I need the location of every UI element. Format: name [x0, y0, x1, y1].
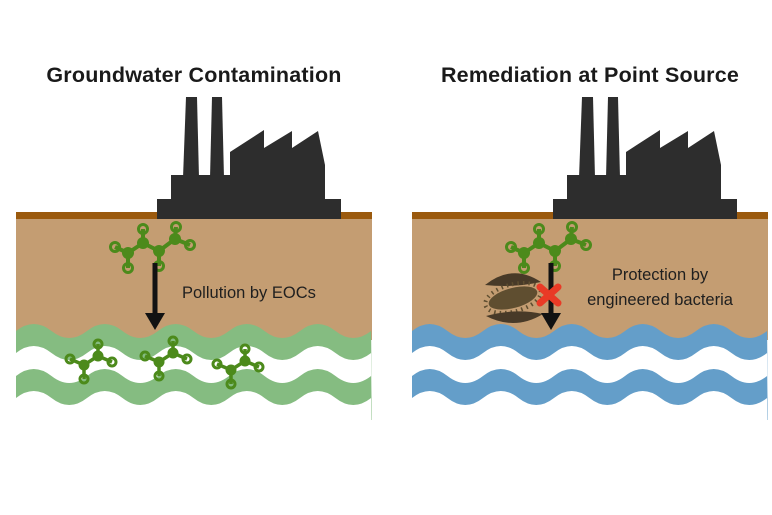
blocked-x-icon: [536, 283, 562, 307]
remediation-graphic: [412, 97, 768, 420]
soil-layer: [16, 219, 372, 340]
groundwater-waves: [16, 324, 372, 420]
soil-layer: [412, 219, 768, 340]
pollution-annotation: Pollution by EOCs: [182, 284, 316, 302]
downward-arrow-icon: [145, 263, 165, 330]
factory-icon: [157, 97, 341, 219]
bacteria-shell-top: [485, 273, 541, 286]
panel-title: Remediation at Point Source: [440, 63, 740, 87]
arrow-head: [541, 313, 561, 330]
protection-annotation: Protection by engineered bacteria: [587, 266, 733, 309]
bacteria-body: [488, 286, 538, 310]
downward-arrow-icon: [536, 263, 562, 330]
panel-groundwater-contamination: Groundwater Contamination Pollution by E…: [16, 0, 372, 515]
contamination-graphic: [16, 97, 372, 420]
arrow-head: [145, 313, 165, 330]
factory-icon: [553, 97, 737, 219]
panel-remediation-point-source: Remediation at Point Source Protection b…: [412, 0, 768, 515]
bacteria-shell-bottom: [486, 311, 543, 324]
groundwater-waves: [412, 324, 768, 420]
panel-title: Groundwater Contamination: [46, 63, 342, 87]
